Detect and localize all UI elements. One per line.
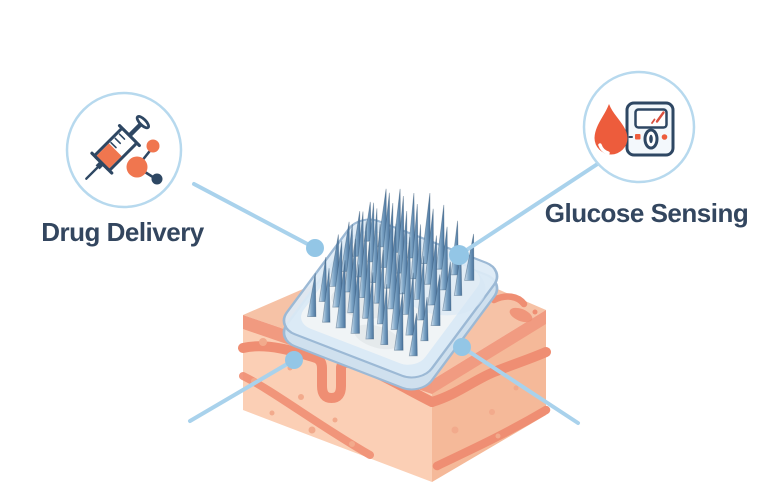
microneedle (384, 202, 394, 289)
microneedle (347, 238, 357, 314)
microneedle (352, 211, 361, 257)
microneedle (370, 208, 379, 283)
microneedle (405, 272, 415, 336)
microneedle (420, 297, 429, 342)
glucose-sensing-label: Glucose Sensing (544, 198, 749, 228)
callout-line-bottom-right (460, 345, 580, 425)
vessel-right-upper (427, 347, 551, 407)
microneedle (358, 221, 368, 298)
microneedle-patch (282, 188, 499, 391)
microneedle (322, 268, 331, 323)
microneedle (373, 223, 382, 304)
microneedle (318, 257, 328, 302)
syringe-icon (85, 115, 150, 180)
blood-drop-icon (594, 104, 628, 155)
callout-line-drug-delivery (192, 182, 317, 250)
microneedle (438, 226, 449, 291)
connector-dot-bottom-right (453, 338, 471, 356)
microneedle (350, 264, 360, 334)
microneedle (307, 273, 317, 317)
microneedle (329, 234, 340, 287)
microneedle (340, 221, 351, 272)
epidermis-band-right (432, 310, 546, 394)
drug-delivery-badge (65, 91, 183, 209)
drug-delivery-label: Drug Delivery (41, 217, 204, 247)
microneedle (376, 249, 385, 325)
skin-right-face (432, 310, 546, 482)
microneedle (332, 240, 343, 308)
microneedle (420, 192, 431, 264)
microneedle (408, 313, 418, 357)
connector-dot-bottom-left (285, 351, 303, 369)
microneedle (430, 274, 441, 326)
molecule-icon (126, 139, 163, 185)
microneedle (393, 292, 404, 351)
callout-line-bottom-left (188, 358, 296, 423)
callout-line-glucose-sensing (457, 161, 601, 257)
microneedle (362, 241, 371, 319)
microneedle (417, 256, 426, 321)
microneedle (380, 284, 389, 345)
microneedle (410, 203, 419, 280)
glucose-meter-icon (625, 101, 675, 157)
microneedle (365, 272, 375, 340)
microneedle (380, 192, 391, 268)
microneedle (435, 204, 445, 270)
microneedle (442, 261, 452, 311)
connector-dot-glucose-sensing (449, 245, 469, 265)
connector-dot-drug-delivery (306, 239, 324, 257)
microneedle (343, 224, 354, 293)
microneedle (355, 211, 365, 278)
connector-dots (285, 239, 471, 369)
microneedle (427, 235, 438, 306)
microneedle (395, 195, 405, 274)
microneedle (390, 254, 401, 330)
microneedle (407, 192, 416, 259)
microneedle (398, 210, 408, 295)
microneedle (424, 208, 435, 285)
glucose-sensing-badge (582, 70, 696, 184)
microneedle-array (307, 188, 475, 357)
microneedle (335, 260, 346, 329)
microneedle (387, 223, 397, 310)
microneedle (413, 224, 422, 300)
vessel-top-arc (490, 293, 528, 308)
leader-lines (188, 161, 601, 425)
microneedle (402, 237, 412, 315)
vessel-right-lower (432, 405, 551, 471)
